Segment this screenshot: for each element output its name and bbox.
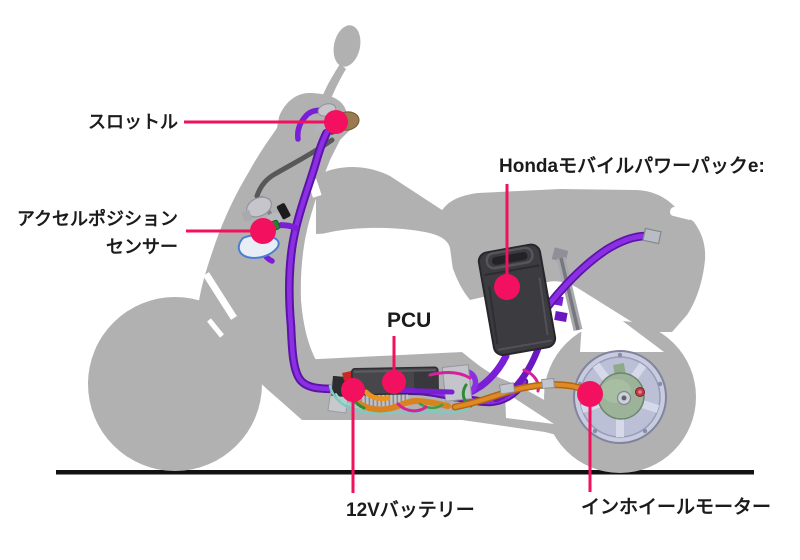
bracket-right bbox=[441, 364, 473, 402]
mobile-power-pack bbox=[477, 243, 557, 356]
mirror bbox=[322, 25, 361, 101]
tail-grab-slot bbox=[669, 207, 694, 220]
body-cutouts bbox=[203, 178, 694, 424]
rim-bolts bbox=[577, 352, 663, 434]
label-power-pack: Hondaモバイルパワーパックe: bbox=[499, 156, 765, 177]
swingarm-gap bbox=[505, 392, 554, 424]
rear-harness-cable bbox=[541, 227, 662, 313]
rear-connector bbox=[642, 227, 662, 245]
label-accel-position-sensor: アクセルポジション センサー bbox=[14, 205, 178, 261]
rear-wheel-motor bbox=[573, 350, 667, 444]
underseat-gap bbox=[580, 292, 664, 352]
label-in-wheel-motor: インホイールモーター bbox=[581, 497, 772, 518]
label-throttle: スロットル bbox=[88, 112, 178, 132]
in-wheel-motor-marker bbox=[577, 381, 603, 407]
ground-line bbox=[56, 470, 754, 475]
power-pack-marker bbox=[494, 274, 520, 300]
fender-slit bbox=[203, 272, 237, 320]
motor-power-cable bbox=[451, 377, 584, 411]
underbody bbox=[462, 352, 588, 440]
callout-dots bbox=[250, 110, 603, 407]
label-aps-line1: アクセルポジション bbox=[16, 209, 178, 229]
label-battery-12v: 12Vバッテリー bbox=[346, 500, 475, 521]
cable-joint bbox=[498, 382, 516, 395]
step-through-cutout bbox=[303, 227, 510, 356]
callout-lines bbox=[184, 120, 592, 493]
fender-slit-small bbox=[207, 318, 224, 338]
throttle-marker bbox=[324, 110, 348, 134]
pack-handle bbox=[491, 252, 528, 265]
body-bridge bbox=[316, 167, 450, 248]
label-pcu: PCU bbox=[387, 309, 432, 332]
cable-joint-2 bbox=[541, 377, 555, 390]
battery-12v-marker bbox=[341, 378, 365, 402]
label-aps-line2: センサー bbox=[106, 237, 178, 257]
pcu-marker bbox=[382, 370, 406, 394]
aps-marker bbox=[250, 218, 276, 244]
